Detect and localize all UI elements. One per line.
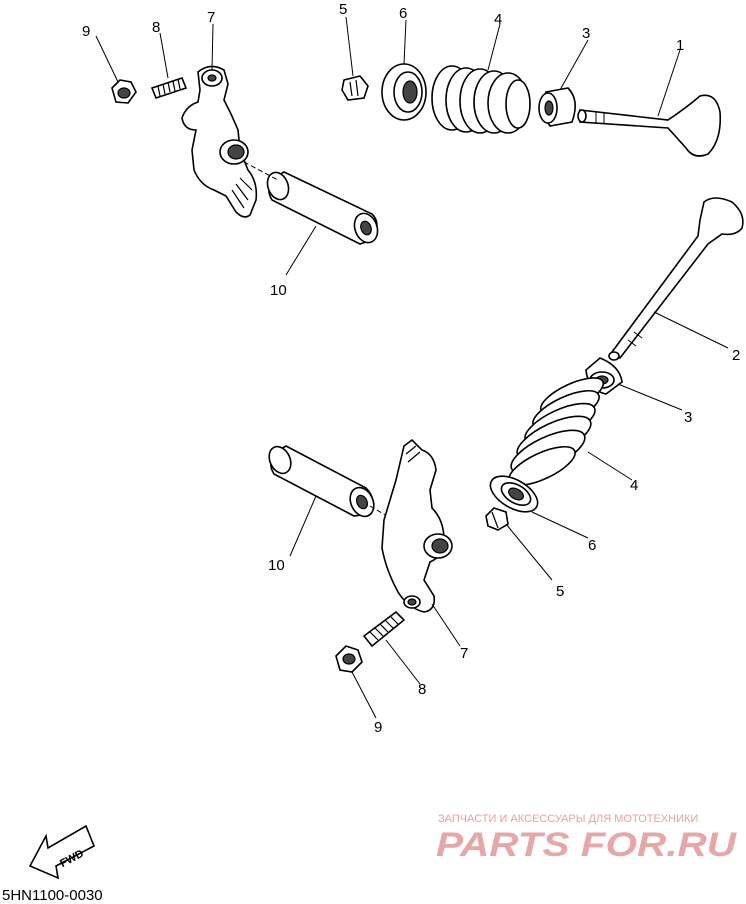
label-6-upper: 6 [399, 5, 407, 22]
label-10-upper: 10 [270, 282, 287, 299]
label-1: 1 [676, 37, 684, 54]
label-4-lower: 4 [630, 477, 638, 494]
label-7-upper: 7 [207, 9, 215, 26]
label-5-lower: 5 [556, 583, 564, 600]
exhaust-valve-2 [608, 197, 744, 361]
label-3-lower: 3 [684, 409, 692, 426]
label-9-lower: 9 [374, 719, 382, 736]
drawing-code: 5HN1100-0030 [2, 887, 103, 904]
valve-stem-seal-3-upper [538, 87, 576, 127]
spring-retainer-6-upper [381, 63, 427, 121]
valve-spring-4-upper [431, 65, 531, 134]
label-3-upper: 3 [582, 25, 590, 42]
fwd-arrow-icon: FWD [28, 824, 96, 880]
watermark-tagline: ЗАПЧАСТИ И АКСЕССУАРЫ ДЛЯ МОТОТЕХНИКИ [438, 813, 698, 825]
rocker-arm-7-lower [381, 438, 453, 613]
label-2: 2 [732, 347, 740, 364]
label-5-upper: 5 [339, 1, 347, 18]
valve-spring-4-lower [508, 377, 605, 487]
label-8-upper: 8 [152, 19, 160, 36]
adjuster-screw-8-lower [362, 610, 406, 648]
label-7-lower: 7 [460, 645, 468, 662]
label-10-lower: 10 [268, 557, 285, 574]
rocker-shaft-10-upper [243, 161, 379, 245]
watermark-logo: PARTS FOR.RU [436, 826, 738, 864]
intake-valve-1 [577, 94, 722, 157]
adjuster-screw-8-upper [150, 77, 188, 99]
label-8-lower: 8 [418, 681, 426, 698]
valve-cotter-5-upper [341, 75, 369, 101]
label-4-upper: 4 [494, 11, 502, 28]
valve-cotter-5-lower [485, 507, 509, 531]
label-6-lower: 6 [588, 537, 596, 554]
nut-9-lower [335, 645, 363, 673]
nut-9-upper [111, 79, 137, 104]
spring-retainer-6-lower [489, 475, 539, 513]
rocker-arm-7-upper [181, 65, 258, 218]
watermark: ЗАПЧАСТИ И АКСЕССУАРЫ ДЛЯ МОТОТЕХНИКИ PA… [436, 813, 738, 864]
label-9-upper: 9 [82, 23, 90, 40]
rocker-shaft-10-lower [268, 445, 405, 527]
